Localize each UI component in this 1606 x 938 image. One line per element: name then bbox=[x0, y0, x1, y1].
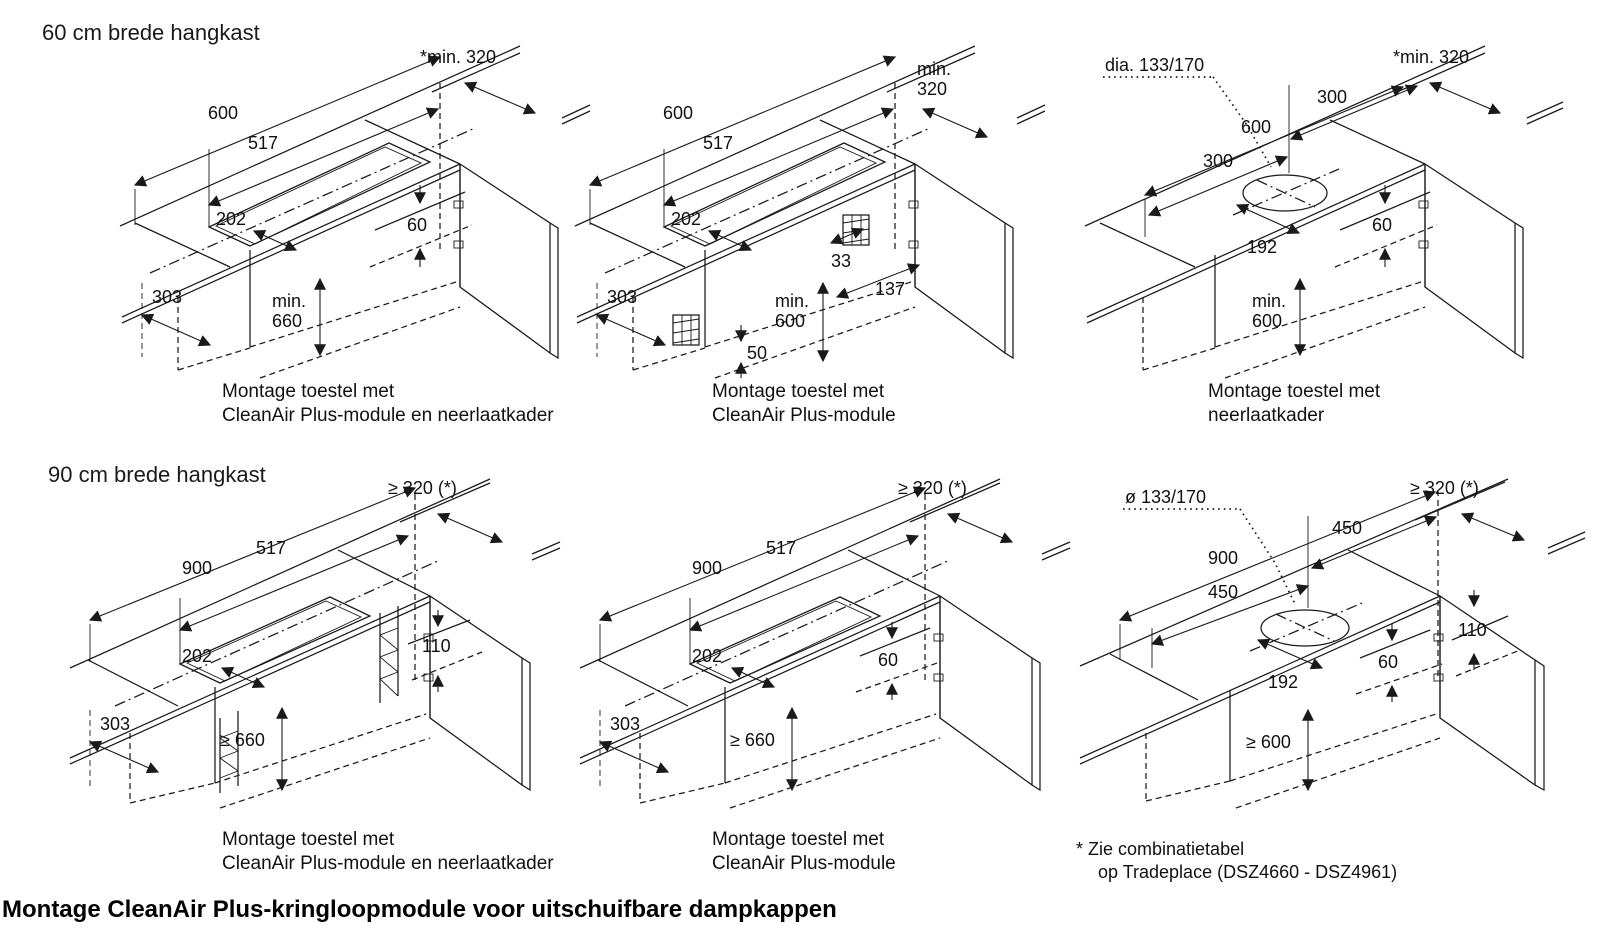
diagram-90-cleanair-en-neerlaatkader: 900 517 ≥ 320 (*) 202 303 ≥ 660 110 bbox=[69, 478, 561, 809]
dim-bottom: 50 bbox=[747, 343, 767, 363]
dim-gap: ≥ 320 (*) bbox=[1410, 478, 1479, 498]
dim-width: 900 bbox=[1208, 548, 1238, 568]
dim-height: ≥ 660 bbox=[220, 730, 265, 750]
caption-line: CleanAir Plus-module en neerlaatkader bbox=[222, 853, 554, 874]
caption-line: Montage toestel met bbox=[1208, 381, 1381, 402]
dim-half-left: 450 bbox=[1208, 582, 1238, 602]
dim-half-right: 300 bbox=[1317, 87, 1347, 107]
caption-panel-2: Montage toestel met CleanAir Plus-module bbox=[712, 380, 896, 428]
dim-clearance: 60 bbox=[878, 650, 898, 670]
dim-width: 900 bbox=[182, 558, 212, 578]
dim-cutout: 202 bbox=[671, 209, 701, 229]
dim-width: 600 bbox=[1241, 117, 1271, 137]
caption-line: Montage toestel met bbox=[712, 381, 885, 402]
dim-height-1: min. bbox=[775, 291, 809, 311]
dim-clearance: 60 bbox=[1372, 215, 1392, 235]
dim-height-2: 660 bbox=[272, 311, 302, 331]
dim-clearance-door: 110 bbox=[1458, 620, 1487, 640]
dim-dia: ø 133/170 bbox=[1125, 487, 1206, 507]
dim-height-2: 600 bbox=[1252, 311, 1282, 331]
dim-height-1: min. bbox=[1252, 291, 1286, 311]
caption-line: Montage toestel met bbox=[222, 381, 395, 402]
caption-panel-1: Montage toestel met CleanAir Plus-module… bbox=[222, 380, 554, 428]
diagram-90-neerlaatkader: ø 133/170 900 450 450 ≥ 320 (*) 192 ≥ 60… bbox=[1079, 478, 1586, 809]
dim-inner: 517 bbox=[703, 133, 733, 153]
dim-clearance: 110 bbox=[422, 636, 451, 656]
dim-depth: 303 bbox=[100, 714, 130, 734]
dim-cutout: 202 bbox=[216, 209, 246, 229]
dim-clearance: 60 bbox=[1378, 652, 1398, 672]
dim-inner: 517 bbox=[766, 538, 796, 558]
caption-panel-5: Montage toestel met CleanAir Plus-module bbox=[712, 828, 896, 876]
cleanair-module-icon-lower bbox=[672, 314, 700, 346]
dim-dia: dia. 133/170 bbox=[1105, 55, 1204, 75]
caption-panel-3: Montage toestel met neerlaatkader bbox=[1208, 380, 1380, 428]
footer-title: Montage CleanAir Plus-kringloopmodule vo… bbox=[2, 896, 837, 923]
caption-line: CleanAir Plus-module bbox=[712, 405, 896, 426]
dim-height: ≥ 660 bbox=[730, 730, 775, 750]
footnote-line-2: op Tradeplace (DSZ4660 - DSZ4961) bbox=[1098, 862, 1398, 882]
dim-width: 600 bbox=[208, 103, 238, 123]
section-title-90cm: 90 cm brede hangkast bbox=[48, 462, 266, 487]
dim-gap: *min. 320 bbox=[420, 47, 496, 67]
cleanair-module-icon-wall bbox=[842, 214, 870, 246]
diagram-90-cleanair-module: 900 517 ≥ 320 (*) 202 303 ≥ 660 60 bbox=[579, 478, 1071, 809]
dim-width: 600 bbox=[663, 103, 693, 123]
dim-inner: 517 bbox=[256, 538, 286, 558]
dim-height-2: 600 bbox=[775, 311, 805, 331]
diagram-60-neerlaatkader: dia. 133/170 600 300 300 *min. 320 192 m… bbox=[1084, 45, 1564, 379]
caption-line: CleanAir Plus-module bbox=[712, 853, 896, 874]
dim-height: ≥ 600 bbox=[1246, 732, 1291, 752]
dim-half-right: 450 bbox=[1332, 518, 1362, 538]
dim-depth: 303 bbox=[152, 287, 182, 307]
section-title-60cm: 60 cm brede hangkast bbox=[42, 20, 260, 45]
dim-inner: 517 bbox=[248, 133, 278, 153]
dim-gap: ≥ 320 (*) bbox=[388, 478, 457, 498]
dim-distance: 137 bbox=[875, 279, 905, 299]
caption-line: CleanAir Plus-module en neerlaatkader bbox=[222, 405, 554, 426]
dim-depth: 303 bbox=[607, 287, 637, 307]
caption-panel-4: Montage toestel met CleanAir Plus-module… bbox=[222, 828, 554, 876]
footnote-line-1: * Zie combinatietabel bbox=[1076, 839, 1245, 859]
dim-hole: 192 bbox=[1247, 237, 1277, 257]
footnote: * Zie combinatietabel op Tradeplace (DSZ… bbox=[1076, 838, 1397, 884]
caption-line: Montage toestel met bbox=[712, 829, 885, 850]
diagram-60-cleanair-module: 600 517 min. 320 202 303 33 137 min. 600… bbox=[574, 45, 1046, 379]
diagram-60-cleanair-en-neerlaatkader: 600 517 *min. 320 202 303 min. 660 60 bbox=[119, 45, 591, 379]
caption-line: Montage toestel met bbox=[222, 829, 395, 850]
dim-cutout: 202 bbox=[182, 646, 212, 666]
dim-gap: *min. 320 bbox=[1393, 47, 1469, 67]
dim-half-left: 300 bbox=[1203, 151, 1233, 171]
dim-width: 900 bbox=[692, 558, 722, 578]
dim-height-1: min. bbox=[272, 291, 306, 311]
dim-clearance: 60 bbox=[407, 215, 427, 235]
dim-gap: ≥ 320 (*) bbox=[898, 478, 967, 498]
dim-offset: 33 bbox=[831, 251, 851, 271]
caption-line: neerlaatkader bbox=[1208, 405, 1325, 426]
dim-gap-2: 320 bbox=[917, 79, 947, 99]
dim-hole: 192 bbox=[1268, 672, 1298, 692]
dim-cutout: 202 bbox=[692, 646, 722, 666]
dim-gap-1: min. bbox=[917, 59, 951, 79]
dim-depth: 303 bbox=[610, 714, 640, 734]
neerlaatkader-rack-left bbox=[219, 711, 239, 793]
